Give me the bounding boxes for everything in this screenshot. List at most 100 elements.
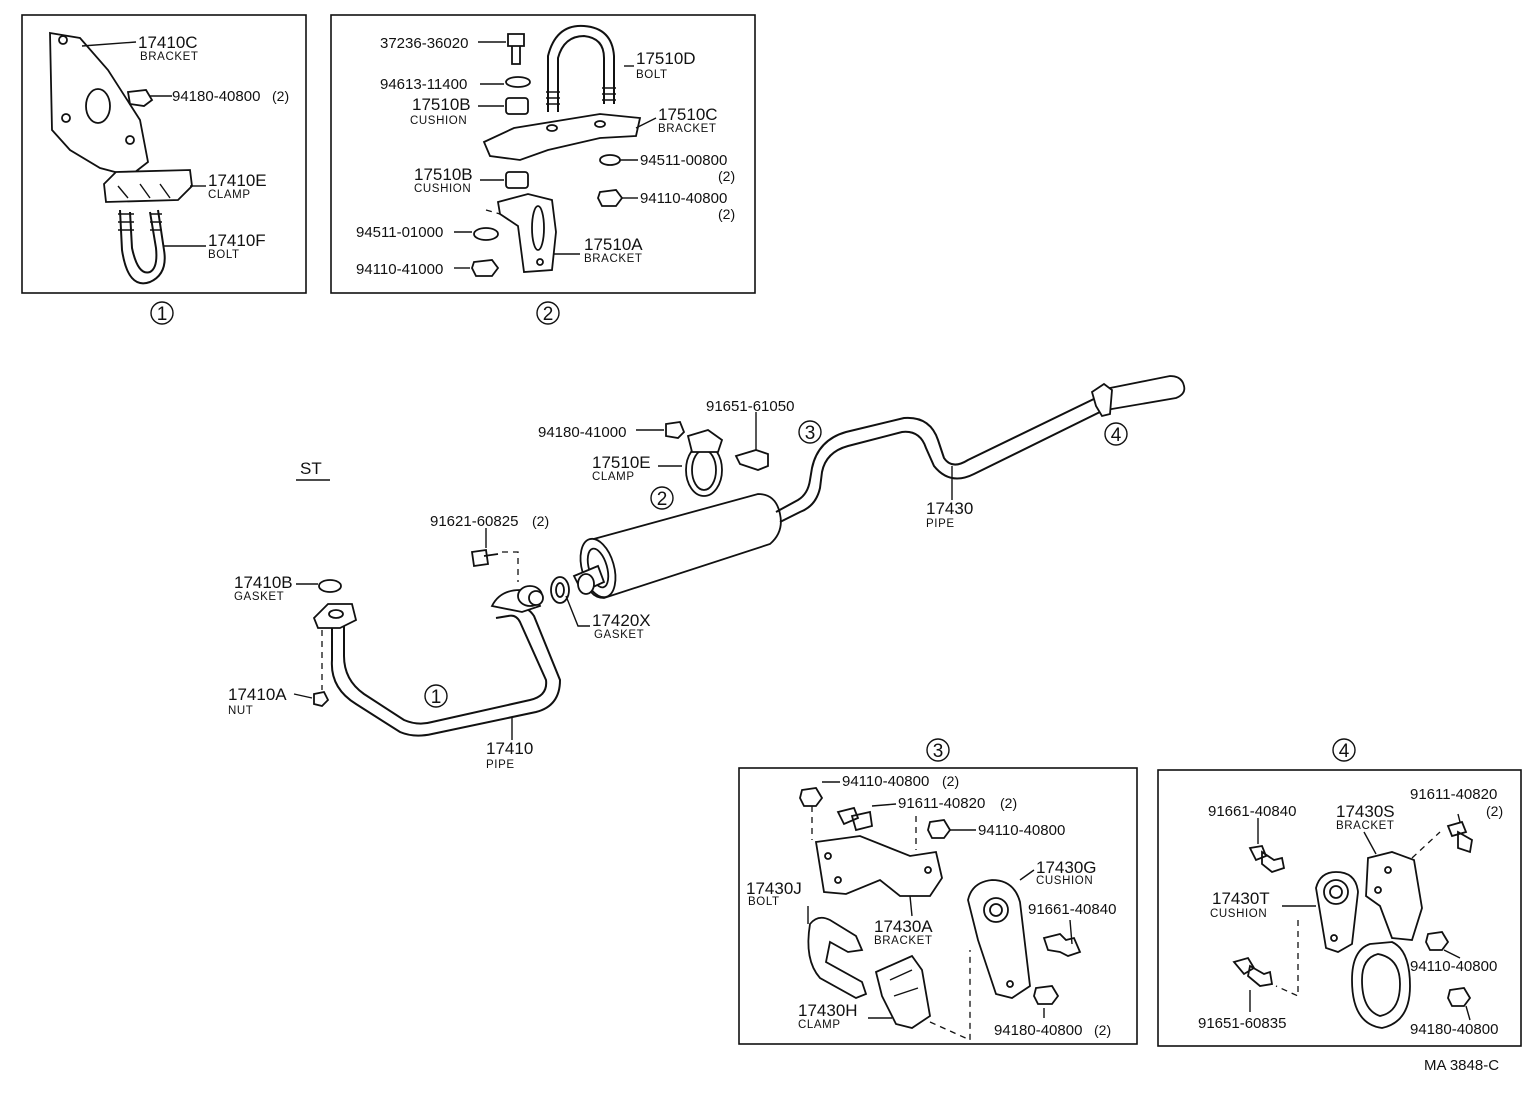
d4-nut-right-drawing	[1425, 931, 1450, 951]
callout-2-circle	[536, 301, 560, 325]
d3-bolt-top-qty: (2)	[1000, 795, 1017, 811]
pipe-17430-name: PIPE	[926, 518, 955, 530]
d3-nut-bottom-drawing	[1033, 985, 1060, 1005]
washer-94511-10-drawing	[473, 227, 499, 241]
d2-bolt-37236-number: 37236-36020	[380, 35, 468, 52]
callout-1-circle	[150, 301, 174, 325]
callout-3-main-circle	[798, 420, 822, 444]
detail-1-frame	[21, 14, 307, 294]
cushion-bottom-drawing	[505, 171, 529, 189]
callout-1-label: 1	[157, 304, 168, 325]
d2-cushion-bot-number: 17510B	[414, 165, 473, 184]
d4-bolt-bottom-drawing	[1232, 956, 1274, 987]
d3-bracket-drawing	[814, 835, 943, 897]
d2-bracket-c-name: BRACKET	[658, 123, 717, 135]
bracket-17510a-drawing	[496, 193, 557, 273]
d4-bolt-right-drawing	[1446, 820, 1473, 854]
detail-3: 3	[738, 738, 1138, 1045]
d2-washer-94511-08-qty: (2)	[718, 168, 735, 184]
d3-bolt-top-number: 91611-40820	[898, 795, 985, 812]
d3-clamp-name: CLAMP	[798, 1019, 841, 1031]
bolt-91651-61050-drawing	[734, 449, 769, 471]
d4-bolt-left-number: 91661-40840	[1208, 803, 1296, 820]
d2-nut-94110-10-number: 94110-41000	[356, 261, 443, 278]
d2-cushion-top-name: CUSHION	[410, 115, 467, 127]
u-bolt-17410f-drawing	[119, 209, 166, 285]
d2-nut-94110-08-qty: (2)	[718, 206, 735, 222]
d4-bracket-name: BRACKET	[1336, 820, 1395, 832]
gasket-17420x-number: 17420X	[592, 611, 651, 630]
d1-bolt-name: BOLT	[208, 249, 240, 261]
bracket-17510c-drawing	[482, 113, 642, 161]
tail-pipe-hanger	[1090, 382, 1113, 418]
d4-bracket-number: 17430S	[1336, 802, 1395, 821]
d3-bolt-side-number: 91661-40840	[1028, 901, 1116, 918]
pipe-17430-drawing	[775, 395, 1101, 513]
main-assembly: ST	[228, 375, 1186, 771]
d2-washer-94511-10-number: 94511-01000	[356, 224, 443, 241]
callout-4-circle	[1332, 738, 1356, 762]
d2-washer-94613-number: 94613-11400	[380, 76, 467, 93]
nut-94110-10-drawing	[471, 259, 500, 277]
d2-cushion-bot-name: CUSHION	[414, 183, 471, 195]
d3-bolt-side-drawing	[1042, 933, 1082, 957]
bolt-37236-drawing	[507, 33, 525, 65]
d1-clamp-number: 17410E	[208, 171, 267, 190]
detail-3-frame	[738, 767, 1138, 1045]
d2-bracket-c-number: 17510C	[658, 105, 718, 124]
d3-nut-bottom-qty: (2)	[1094, 1022, 1111, 1038]
d2-ubolt-number: 17510D	[636, 49, 696, 68]
d4-nut-bottom-drawing	[1447, 987, 1472, 1007]
d3-nut-right-drawing	[927, 819, 952, 839]
nut-94180-drawing	[126, 89, 154, 107]
d3-bolt-j-name: BOLT	[748, 896, 780, 908]
nut-17410a-drawing	[313, 690, 330, 707]
d4-bolt-right-qty: (2)	[1486, 803, 1503, 819]
d3-bracket-number: 17430A	[874, 917, 933, 936]
callout-2-label: 2	[543, 304, 554, 325]
nut-94110-08-drawing	[597, 189, 624, 207]
diagram-code: MA 3848-C	[1424, 1057, 1499, 1074]
callout-4-main-circle	[1104, 422, 1128, 446]
bolt-91621-drawing	[470, 548, 499, 568]
detail-1: 17410C BRACKET 94180-40800 (2) 17410E CL…	[21, 14, 307, 325]
callout-3-circle	[926, 738, 950, 762]
nut-94180-41000-drawing	[665, 421, 686, 439]
bolt-91651-61050-number: 91651-61050	[706, 398, 794, 415]
d2-nut-94110-08-number: 94110-40800	[640, 190, 727, 207]
clamp-17510e-name: CLAMP	[592, 471, 635, 483]
callout-2-main-circle	[650, 486, 674, 510]
d4-cushion-number: 17430T	[1212, 889, 1270, 908]
nut-17410a-number: 17410A	[228, 685, 287, 704]
d3-clamp-number: 17430H	[798, 1001, 858, 1020]
nut-17410a-name: NUT	[228, 705, 253, 717]
d1-nut-qty: (2)	[272, 88, 289, 104]
gasket-17420x-name: GASKET	[594, 629, 644, 641]
d2-cushion-top-number: 17510B	[412, 95, 471, 114]
d1-bracket-number: 17410C	[138, 33, 198, 52]
cushion-top-drawing	[505, 97, 529, 115]
d4-bracket-drawing	[1365, 851, 1423, 941]
washer-94613-drawing	[505, 76, 531, 88]
d2-bracket-a-number: 17510A	[584, 235, 643, 254]
bolt-91621-qty: (2)	[532, 513, 549, 529]
pipe-17430-number: 17430	[926, 499, 973, 518]
d3-bolt-j-drawing	[807, 916, 868, 999]
d1-nut-number: 94180-40800	[172, 88, 260, 105]
detail-4-frame	[1157, 769, 1522, 1047]
direction-label: ST	[300, 459, 322, 478]
d2-washer-94511-08-number: 94511-00800	[640, 152, 727, 169]
d4-bolt-left-drawing	[1248, 844, 1286, 874]
clamp-17510e-number: 17510E	[592, 453, 651, 472]
gasket-17410b-name: GASKET	[234, 591, 284, 603]
d4-nut-right-number: 94110-40800	[1410, 958, 1497, 975]
u-bolt-17510d-drawing	[547, 24, 615, 112]
d3-nut-right-number: 94110-40800	[978, 822, 1065, 839]
callout-1-main-label: 1	[431, 687, 442, 708]
d3-cushion-number: 17430G	[1036, 858, 1097, 877]
d2-bracket-a-name: BRACKET	[584, 253, 643, 265]
detail-2-frame	[330, 14, 756, 294]
gasket-17410b-drawing	[318, 579, 342, 593]
d3-bolt-top-drawing	[836, 806, 874, 832]
